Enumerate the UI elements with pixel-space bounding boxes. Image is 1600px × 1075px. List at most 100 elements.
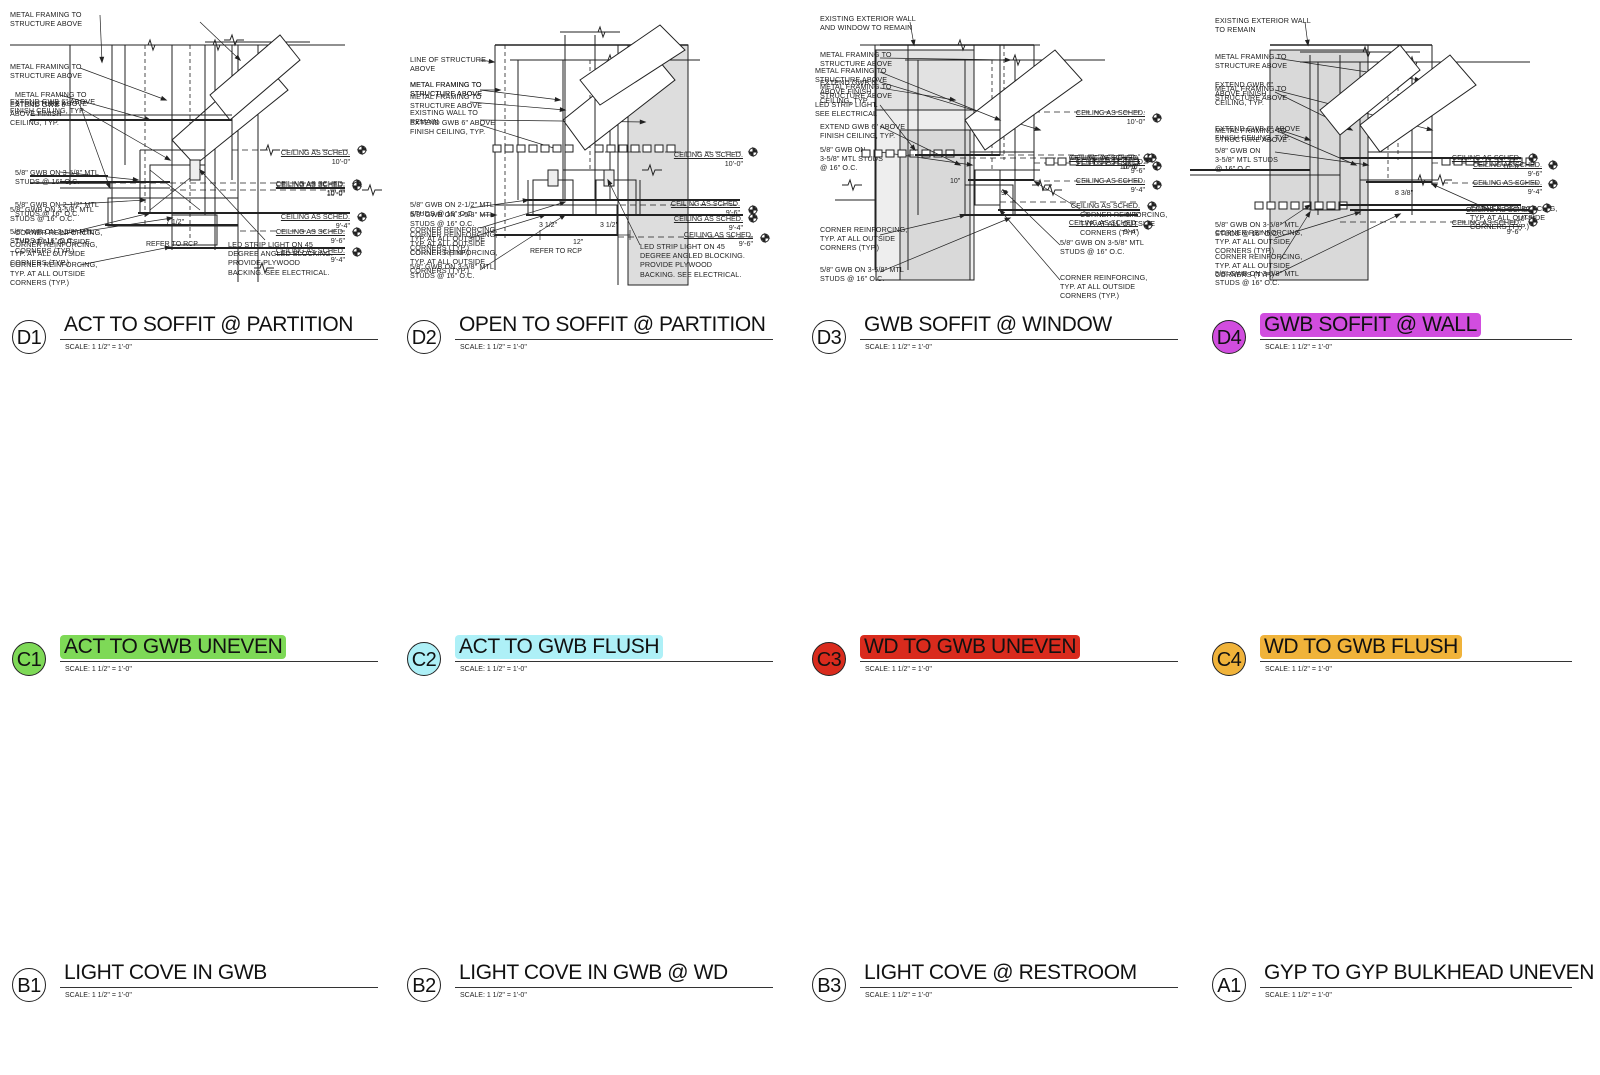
title-underline [1260,339,1572,340]
annotation-note: LED STRIP LIGHT. SEE ELECTRICAL [815,100,878,119]
annotation-note: 5/8" GWB ON 3-5/8" MTL STUDS @ 16" O.C. [410,262,494,281]
ceiling-label: CEILING AS SCHED. [1075,176,1145,185]
ceiling-height: 10'-0" [1121,162,1140,171]
ceiling-label: CEILING AS SCHED. [280,212,350,221]
title-underline [60,661,378,662]
dimension-label: 3 1/2" [539,222,558,229]
annotation-note: CORNER REINFORCING, TYP. AT ALL OUTSIDE … [10,260,98,288]
ceiling-height: 10'-0" [724,159,743,168]
ceiling-label: CEILING AS SCHED. [1472,160,1542,169]
ceiling-callout: CEILING AS SCHED.9'-4" [1058,218,1138,236]
ceiling-height: 9'-6" [1125,210,1140,219]
ceiling-label: CEILING AS SCHED. [673,150,743,159]
ceiling-label: CEILING AS SCHED. [1070,201,1140,210]
ceiling-callout: CEILING AS SCHED.9'-4" [663,214,743,232]
dimension-label: 12" [573,239,584,246]
ceiling-label: CEILING AS SCHED. [1472,178,1542,187]
annotation-note: 5/8" GWB ON 3-5/8" MTL STUDS @ 16" O.C. [15,168,99,187]
ceiling-callout: CEILING AS SCHED.10'-0" [265,179,345,197]
annotation-note: EXTEND GWB 6" ABOVE FINISH CEILING, TYP. [10,100,69,128]
detail-title: ACT TO GWB UNEVEN [60,635,287,659]
annotation-note: CORNER REINFORCING, TYP. AT ALL OUTSIDE … [1215,228,1303,256]
detail-tag: B3 [812,968,846,1002]
ceiling-callout: CEILING AS SCHED.9'-6" [1065,157,1145,175]
detail-title: WD TO GWB FLUSH [1260,635,1462,659]
detail-title: LIGHT COVE IN GWB [64,961,267,984]
ceiling-label: CEILING AS SCHED. [683,230,753,239]
scale-note: SCALE: 1 1/2" = 1'-0" [65,344,132,351]
annotation-note: CORNER REINFORCING, TYP. AT ALL OUTSIDE … [410,230,498,258]
detail-tag: B2 [407,968,441,1002]
detail-tag: D1 [12,320,46,354]
detail-tag: D4 [1212,320,1246,354]
scale-note: SCALE: 1 1/2" = 1'-0" [865,666,932,673]
annotation-note: 5/8" GWB ON 3-5/8" MTL STUDS @ 16" O.C. [820,265,904,284]
ceiling-callout: CEILING AS SCHED.10'-0" [1058,153,1138,171]
annotation-note: LED STRIP LIGHT ON 45 DEGREE ANGLED BLOC… [228,240,333,277]
title-underline [860,661,1178,662]
scale-note: SCALE: 1 1/2" = 1'-0" [65,666,132,673]
title-underline [1260,987,1572,988]
ceiling-height: 9'-6" [1506,227,1521,236]
annotation-note: METAL FRAMING TO STRUCTURE ABOVE [1215,126,1288,145]
detail-title: GWB SOFFIT @ WALL [1260,313,1481,337]
ceiling-label: CEILING AS SCHED. [275,180,345,189]
annotation-note: 5/8" GWB ON 3-5/8" MTL STUDS @ 16" O.C. [1215,220,1299,239]
annotation-note: EXTEND GWB 6" ABOVE FINISH CEILING, TYP. [1215,80,1274,108]
ceiling-height: 9'-4" [1130,185,1145,194]
title-underline [455,339,773,340]
ceiling-callout: CEILING AS SCHED.9'-4" [1462,178,1542,196]
annotation-note: METAL FRAMING TO STRUCTURE ABOVE [820,82,893,101]
title-underline [860,987,1178,988]
ceiling-callout: CEILING AS SCHED.10'-0" [270,148,350,166]
annotation-note: METAL FRAMING TO STRUCTURE ABOVE [1215,52,1288,71]
ceiling-height: 9'-6" [1130,166,1145,175]
annotation-note: EXTEND GWB 6" ABOVE FINISH CEILING, TYP. [410,118,496,137]
dimension-label: 10" [950,178,961,185]
ceiling-label: CEILING AS SCHED. [1465,205,1535,214]
ceiling-height: 10'-0" [1516,214,1535,223]
annotation-note: EXISTING WALL TO REMAIN [410,108,478,127]
annotation-note: METAL FRAMING TO STRUCTURE ABOVE [410,80,483,99]
annotation-note: EXISTING EXTERIOR WALL AND WINDOW TO REM… [820,14,916,33]
ceiling-height: 10'-0" [331,157,350,166]
title-underline [60,987,378,988]
annotation-note: CORNER REINFORCING, TYP. AT ALL OUTSIDE … [10,240,98,268]
annotation-note: 5/8" GWB ON 3-5/8" MTL STUDS @ 16" O.C. [1060,238,1144,257]
detail-title: ACT TO GWB FLUSH [455,635,664,659]
annotation-note: 5/8" GWB ON 3-5/8" MTL STUDS @ 16" O.C. [1215,269,1299,288]
annotation-note: 5/8" GWB ON 2-1/2" MTL STUDS @ 16" O.C. [15,200,99,219]
scale-note: SCALE: 1 1/2" = 1'-0" [65,992,132,999]
ceiling-height: 9'-4" [335,221,350,230]
ceiling-height: 10'-0" [1126,117,1145,126]
annotation-note: METAL FRAMING TO STRUCTURE ABOVE [10,10,83,29]
annotation-note: CORNER REINFORCING, TYP. AT ALL OUTSIDE … [820,225,908,253]
annotation-note: 5/8" GWB ON 3-5/8" MTL STUDS @ 16" O.C. [410,210,494,229]
scale-note: SCALE: 1 1/2" = 1'-0" [460,344,527,351]
annotation-note: METAL FRAMING TO STRUCTURE ABOVE [10,62,83,81]
ceiling-height: 9'-4" [330,255,345,264]
scale-note: SCALE: 1 1/2" = 1'-0" [1265,344,1332,351]
ceiling-height: 9'-6" [330,236,345,245]
ceiling-height: 10'-0" [326,188,345,197]
ceiling-height: 9'-4" [1527,187,1542,196]
annotation-note: CORNER REINFORCING, TYP. AT ALL OUTSIDE … [410,248,498,276]
detail-tag: C4 [1212,642,1246,676]
annotation-note: METAL FRAMING TO STRUCTURE ABOVE [815,66,888,85]
detail-tag: D2 [407,320,441,354]
ceiling-label: CEILING AS SCHED. [1068,218,1138,227]
ceiling-callout: CEILING AS SCHED.9'-6" [265,227,345,245]
detail-tag: A1 [1212,968,1246,1002]
annotation-note: METAL FRAMING TO STRUCTURE ABOVE [410,80,483,99]
ceiling-label: CEILING AS SCHED. [275,179,345,188]
ceiling-label: CEILING AS SCHED. [280,148,350,157]
annotation-note: CORNER REINFORCING, TYP. AT ALL OUTSIDE … [410,225,498,253]
ceiling-callout: CEILING AS SCHED.9'-6" [1060,201,1140,219]
